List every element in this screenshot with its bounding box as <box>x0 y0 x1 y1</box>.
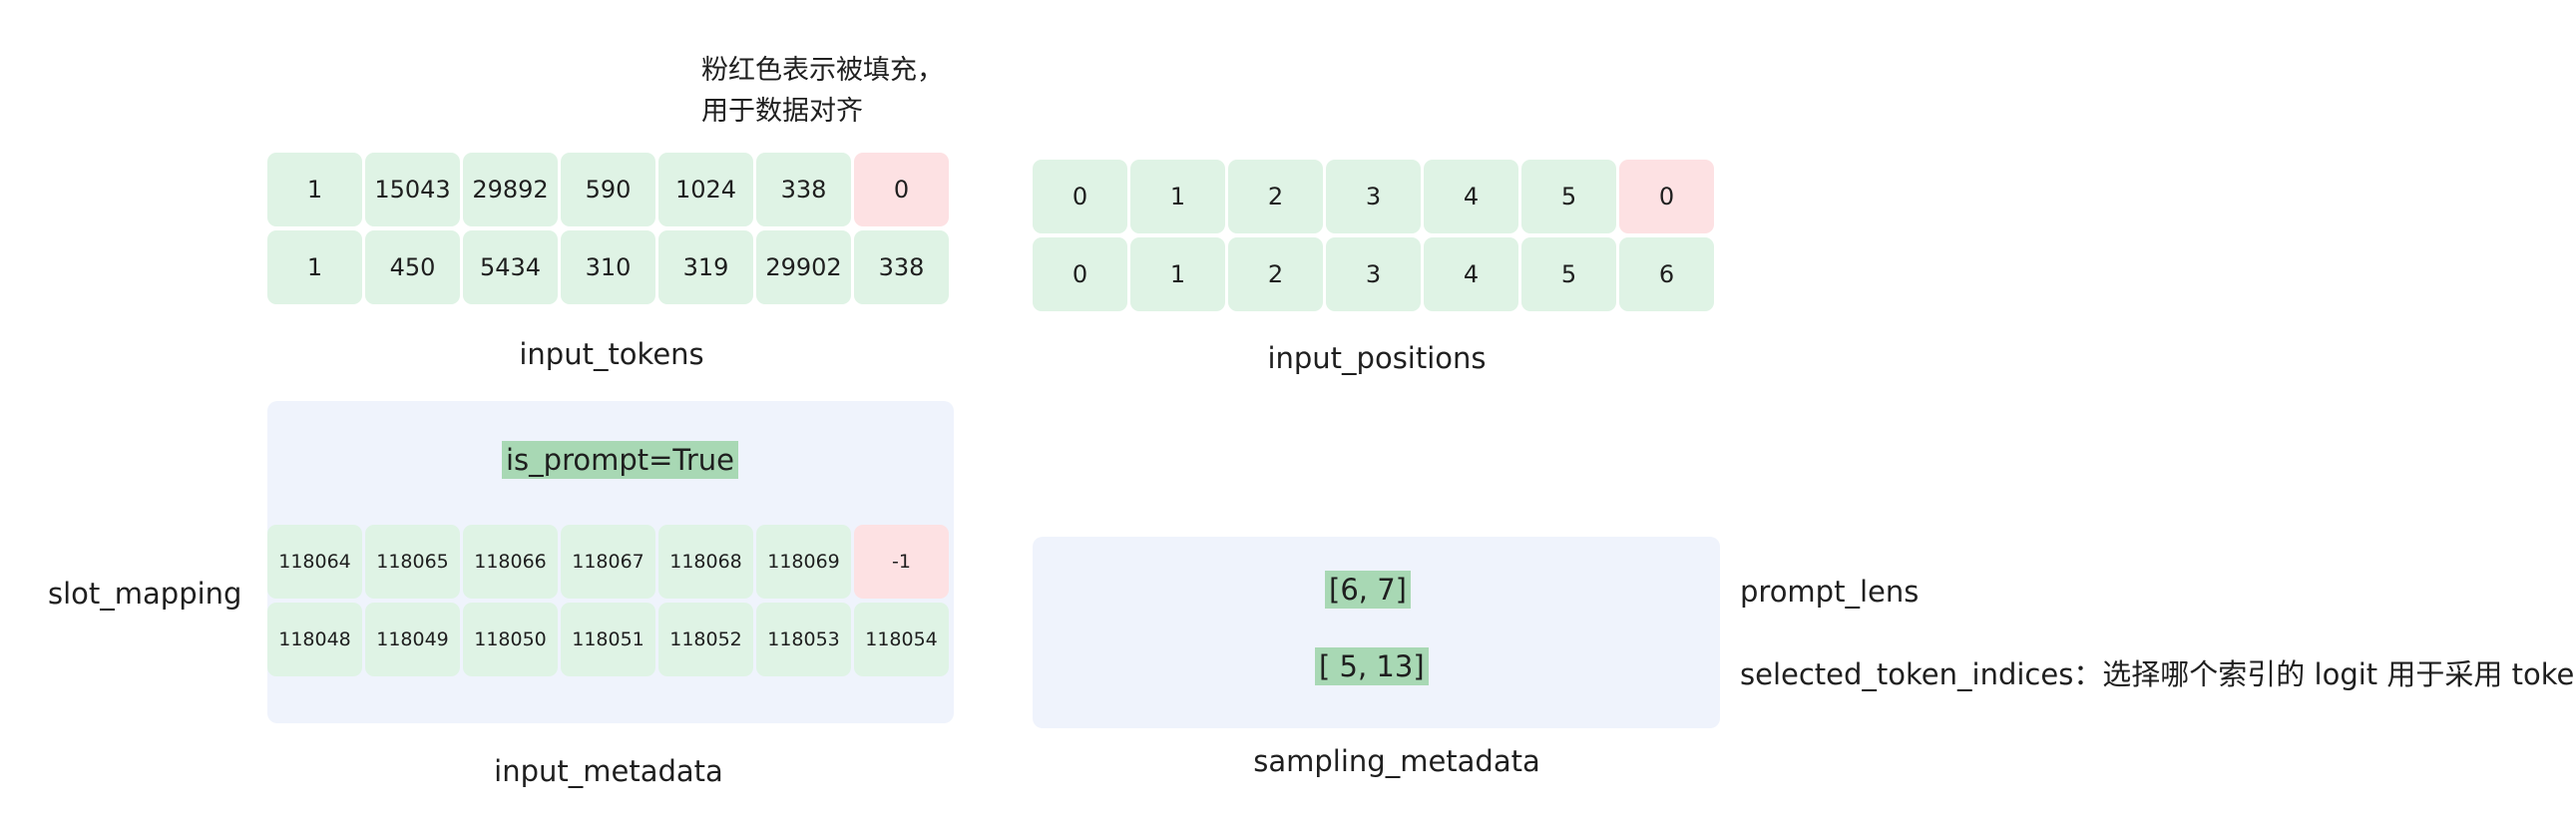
position-cell: 4 <box>1424 160 1518 233</box>
slot-cell: 118067 <box>561 525 655 599</box>
position-cell: 2 <box>1228 237 1323 311</box>
selected-token-indices-label: selected_token_indices：选择哪个索引的 logit 用于采… <box>1740 657 2576 691</box>
slot-cell-padded: -1 <box>854 525 949 599</box>
slot-cell: 118050 <box>463 603 558 676</box>
input-positions-label: input_positions <box>1267 341 1487 375</box>
padding-note: 粉红色表示被填充， 用于数据对齐 <box>701 50 944 132</box>
token-cell: 338 <box>854 230 949 304</box>
slot-mapping-label: slot_mapping <box>48 577 242 611</box>
slot-cell: 118048 <box>267 603 362 676</box>
token-cell: 1 <box>267 230 362 304</box>
position-cell: 5 <box>1521 160 1616 233</box>
input-tokens-label: input_tokens <box>519 337 704 371</box>
position-cell: 6 <box>1619 237 1714 311</box>
token-cell: 1 <box>267 153 362 226</box>
token-cell: 29902 <box>756 230 851 304</box>
token-cell: 15043 <box>365 153 460 226</box>
padding-note-line1: 粉红色表示被填充， <box>701 55 944 86</box>
position-cell: 0 <box>1033 160 1127 233</box>
selected-token-indices-value: [ 5, 13] <box>1315 647 1429 685</box>
slot-cell: 118049 <box>365 603 460 676</box>
position-cell: 2 <box>1228 160 1323 233</box>
position-cell: 5 <box>1521 237 1616 311</box>
is-prompt-flag: is_prompt=True <box>502 441 739 479</box>
token-cell: 450 <box>365 230 460 304</box>
position-cell: 1 <box>1130 237 1225 311</box>
slot-cell: 118051 <box>561 603 655 676</box>
token-cell-padded: 0 <box>854 153 949 226</box>
token-cell: 5434 <box>463 230 558 304</box>
input-metadata-label: input_metadata <box>494 754 723 788</box>
token-cell: 1024 <box>658 153 753 226</box>
token-cell: 590 <box>561 153 655 226</box>
slot-cell: 118065 <box>365 525 460 599</box>
padding-note-line2: 用于数据对齐 <box>701 96 863 127</box>
position-cell: 3 <box>1326 160 1421 233</box>
slot-cell: 118068 <box>658 525 753 599</box>
position-cell: 1 <box>1130 160 1225 233</box>
sampling-metadata-label: sampling_metadata <box>1253 744 1540 778</box>
token-cell: 338 <box>756 153 851 226</box>
slot-cell: 118053 <box>756 603 851 676</box>
token-cell: 29892 <box>463 153 558 226</box>
position-cell: 4 <box>1424 237 1518 311</box>
position-cell: 0 <box>1033 237 1127 311</box>
position-cell-padded: 0 <box>1619 160 1714 233</box>
position-cell: 3 <box>1326 237 1421 311</box>
token-cell: 310 <box>561 230 655 304</box>
slot-cell: 118064 <box>267 525 362 599</box>
prompt-lens-value: [6, 7] <box>1325 571 1411 609</box>
slot-cell: 118054 <box>854 603 949 676</box>
token-cell: 319 <box>658 230 753 304</box>
slot-cell: 118052 <box>658 603 753 676</box>
sampling-metadata-panel <box>1033 537 1720 728</box>
slot-cell: 118069 <box>756 525 851 599</box>
prompt-lens-label: prompt_lens <box>1740 575 1920 609</box>
slot-cell: 118066 <box>463 525 558 599</box>
